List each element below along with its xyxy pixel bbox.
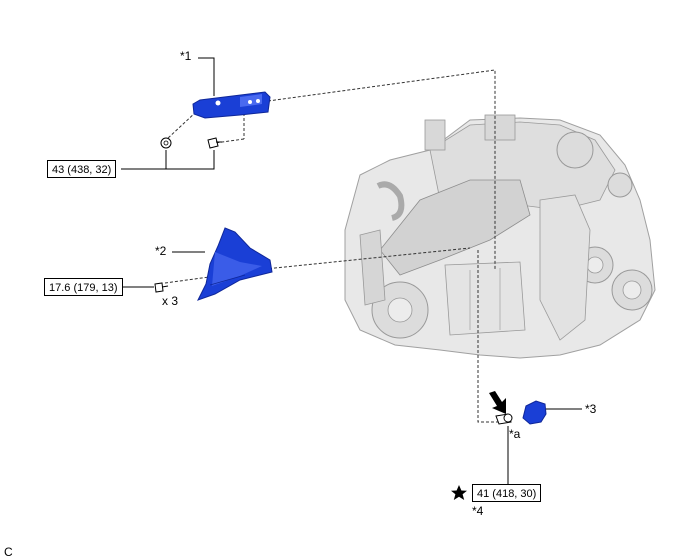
star-icon bbox=[451, 485, 467, 500]
callout-part-2: *2 bbox=[155, 244, 167, 258]
engine-assembly bbox=[344, 114, 656, 359]
callout-part-3: *3 bbox=[585, 402, 597, 416]
arrow-icon bbox=[489, 391, 506, 414]
bolt-icon bbox=[154, 282, 169, 293]
torque-box-2: 17.6 (179, 13) bbox=[44, 278, 123, 296]
torque-box-3: 41 (418, 30) bbox=[472, 484, 542, 502]
guide-lines bbox=[164, 69, 500, 423]
figure-code: C bbox=[4, 545, 13, 559]
callout-mark-a: *a bbox=[509, 427, 521, 441]
nut-icon bbox=[160, 137, 172, 149]
leader-lines bbox=[120, 57, 582, 484]
callout-part-4: *4 bbox=[472, 504, 484, 518]
part-2-plate bbox=[196, 227, 273, 301]
part-3-cover bbox=[522, 400, 547, 425]
quantity-label: x 3 bbox=[162, 294, 179, 308]
torque-box-1: 43 (438, 32) bbox=[47, 160, 117, 178]
part-1-bracket bbox=[192, 91, 271, 119]
bolt-icon bbox=[495, 413, 513, 425]
callout-part-1: *1 bbox=[180, 49, 192, 63]
bolt-icon bbox=[207, 137, 222, 149]
